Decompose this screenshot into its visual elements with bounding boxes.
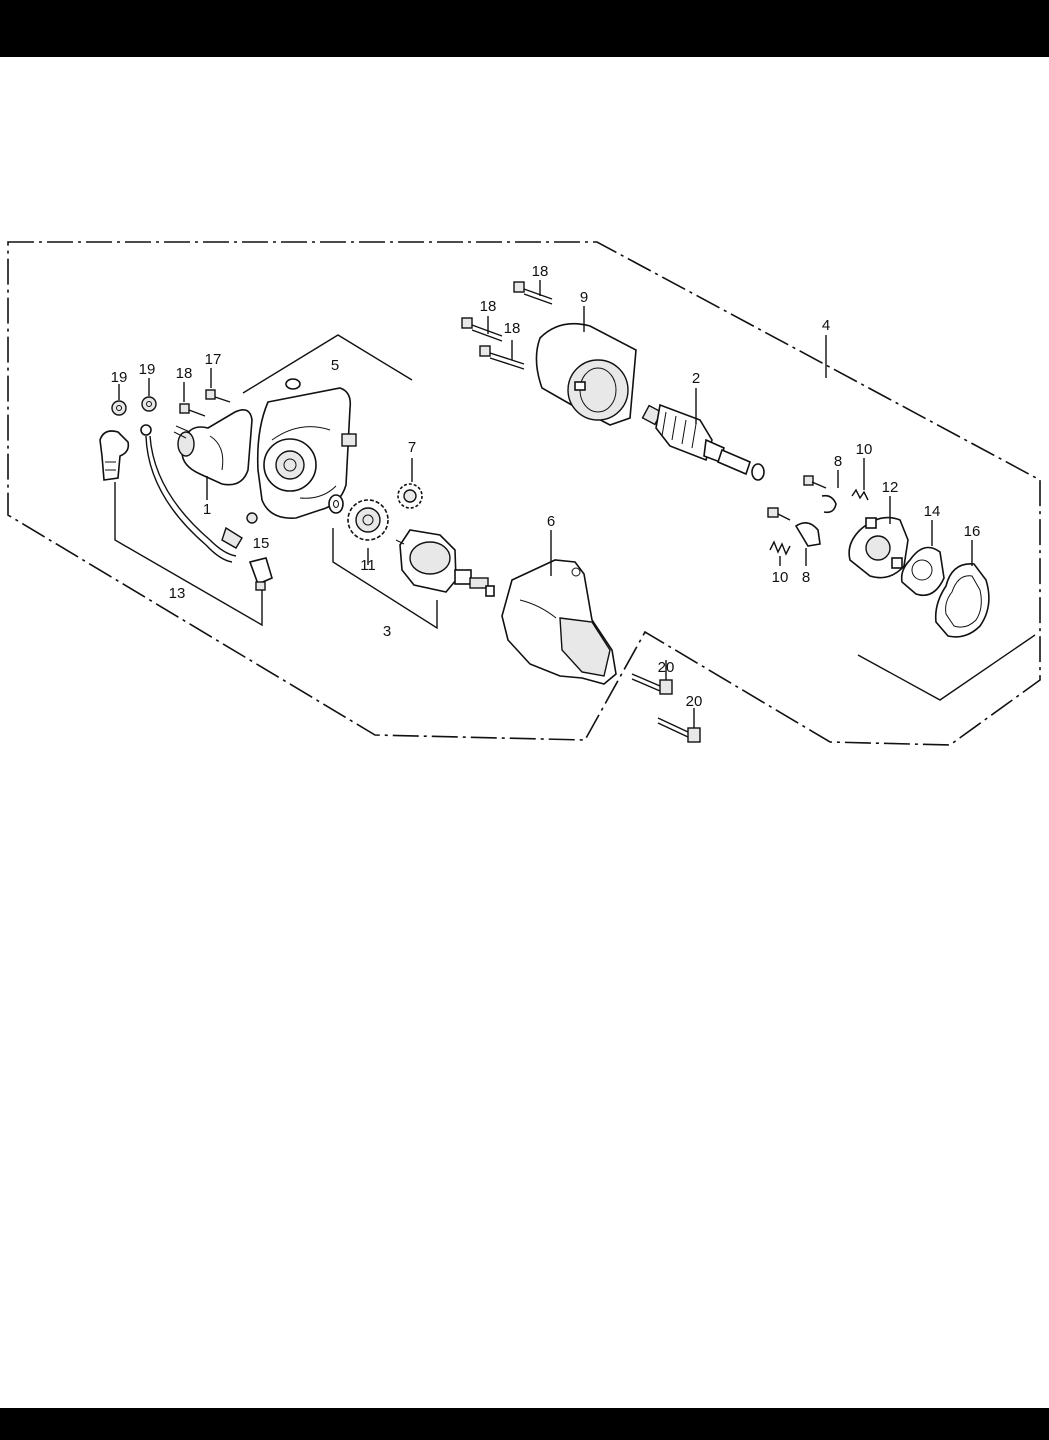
label-19-left: 19 xyxy=(111,369,128,386)
assembly-boundary xyxy=(7,241,1041,746)
end-cover xyxy=(934,563,990,638)
bolt-20-lower xyxy=(657,717,701,743)
spring-upper xyxy=(851,488,869,501)
label-20-lower: 20 xyxy=(686,693,703,710)
terminal-cover xyxy=(248,557,273,591)
brush-upper xyxy=(803,475,837,514)
through-bolt-middle xyxy=(461,317,503,342)
end-plate xyxy=(900,546,945,597)
through-bolt-top xyxy=(513,281,553,305)
overrunning-clutch xyxy=(395,529,495,597)
bolt-20-upper xyxy=(631,673,673,695)
lead-wire xyxy=(140,424,243,563)
yoke xyxy=(535,322,637,426)
label-3: 3 xyxy=(383,623,391,640)
armature xyxy=(641,403,765,481)
housing-boundary xyxy=(242,334,413,394)
label-1: 1 xyxy=(203,501,211,518)
label-14: 14 xyxy=(924,503,941,520)
label-13: 13 xyxy=(169,585,186,602)
label-17: 17 xyxy=(205,351,222,368)
label-18-middle: 18 xyxy=(480,298,497,315)
nut-19-right xyxy=(141,396,157,412)
label-12: 12 xyxy=(882,479,899,496)
label-18-top: 18 xyxy=(532,263,549,280)
label-11: 11 xyxy=(360,557,376,574)
bolt-18-solenoid xyxy=(179,403,206,417)
label-15: 15 xyxy=(253,535,270,552)
label-20-upper: 20 xyxy=(658,659,675,676)
label-9: 9 xyxy=(580,289,588,306)
label-16: 16 xyxy=(964,523,981,540)
brush-lower xyxy=(767,507,821,547)
label-2: 2 xyxy=(692,370,700,387)
brush-end-boundary xyxy=(857,634,1036,701)
washer xyxy=(328,494,344,514)
label-8-lower: 8 xyxy=(802,569,810,586)
label-7: 7 xyxy=(408,439,416,456)
label-18-solenoid: 18 xyxy=(176,365,193,382)
nut-15 xyxy=(246,512,258,524)
bottom-black-bar xyxy=(0,1408,1049,1440)
label-19-right: 19 xyxy=(139,361,156,378)
gear-housing xyxy=(256,378,357,519)
label-18-lower: 18 xyxy=(504,320,521,337)
top-black-bar xyxy=(0,0,1049,57)
idler-gear xyxy=(397,483,423,509)
brush-holder xyxy=(848,516,909,579)
reduction-gear xyxy=(347,499,389,541)
label-10-lower: 10 xyxy=(772,569,789,586)
bolt-17 xyxy=(205,389,231,403)
drive-end-housing xyxy=(501,559,617,685)
nut-19-left xyxy=(111,400,127,416)
through-bolt-lower xyxy=(479,345,525,370)
label-10-upper: 10 xyxy=(856,441,873,458)
terminal-boot xyxy=(99,430,130,481)
spring-lower xyxy=(769,540,791,556)
label-6: 6 xyxy=(547,513,555,530)
solenoid-switch xyxy=(173,409,253,486)
label-4: 4 xyxy=(822,317,830,334)
label-8-upper: 8 xyxy=(834,453,842,470)
label-5: 5 xyxy=(331,357,339,374)
